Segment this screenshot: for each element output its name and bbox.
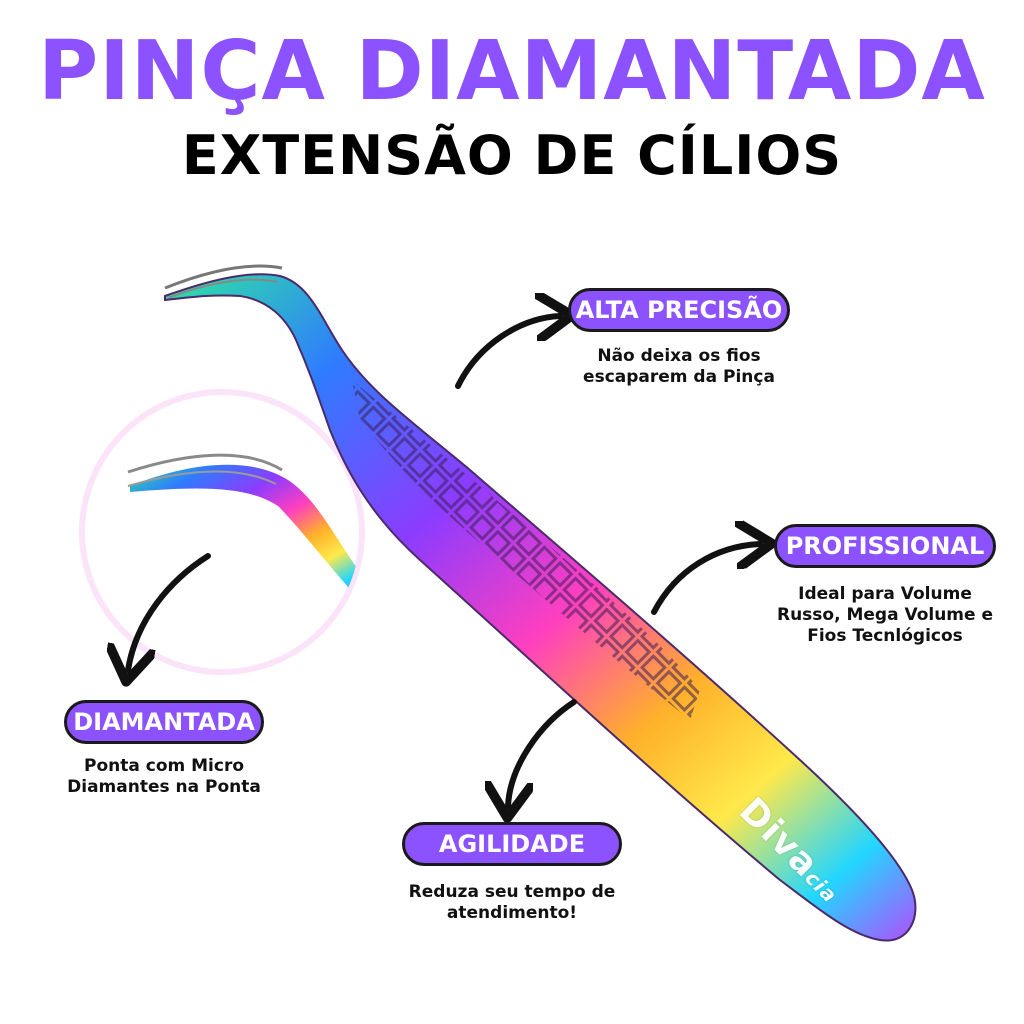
desc-diamantada: Ponta com Micro Diamantes na Ponta — [67, 756, 261, 797]
page-subtitle: EXTENSÃO DE CÍLIOS — [181, 124, 843, 187]
desc-alta-precisao: Não deixa os fios escaparem da Pinça — [583, 346, 775, 387]
arrow-profissional — [651, 544, 760, 615]
tip-zoom-circle — [79, 389, 365, 675]
tweezers-image — [164, 264, 917, 942]
arrow-agilidade — [508, 699, 577, 806]
badge-profissional: PROFISSIONAL — [774, 524, 996, 568]
desc-profissional: Ideal para Volume Russo, Mega Volume e F… — [776, 584, 994, 646]
page-title: PINÇA DIAMANTADA — [38, 24, 986, 119]
desc-agilidade: Reduza seu tempo de atendimento! — [408, 882, 616, 923]
badge-alta-precisao: ALTA PRECISÃO — [568, 288, 790, 332]
arrow-diamantada — [128, 553, 211, 670]
arrow-precisao — [455, 316, 560, 389]
badge-diamantada: DIAMANTADA — [64, 700, 264, 744]
badge-agilidade: AGILIDADE — [402, 822, 622, 866]
